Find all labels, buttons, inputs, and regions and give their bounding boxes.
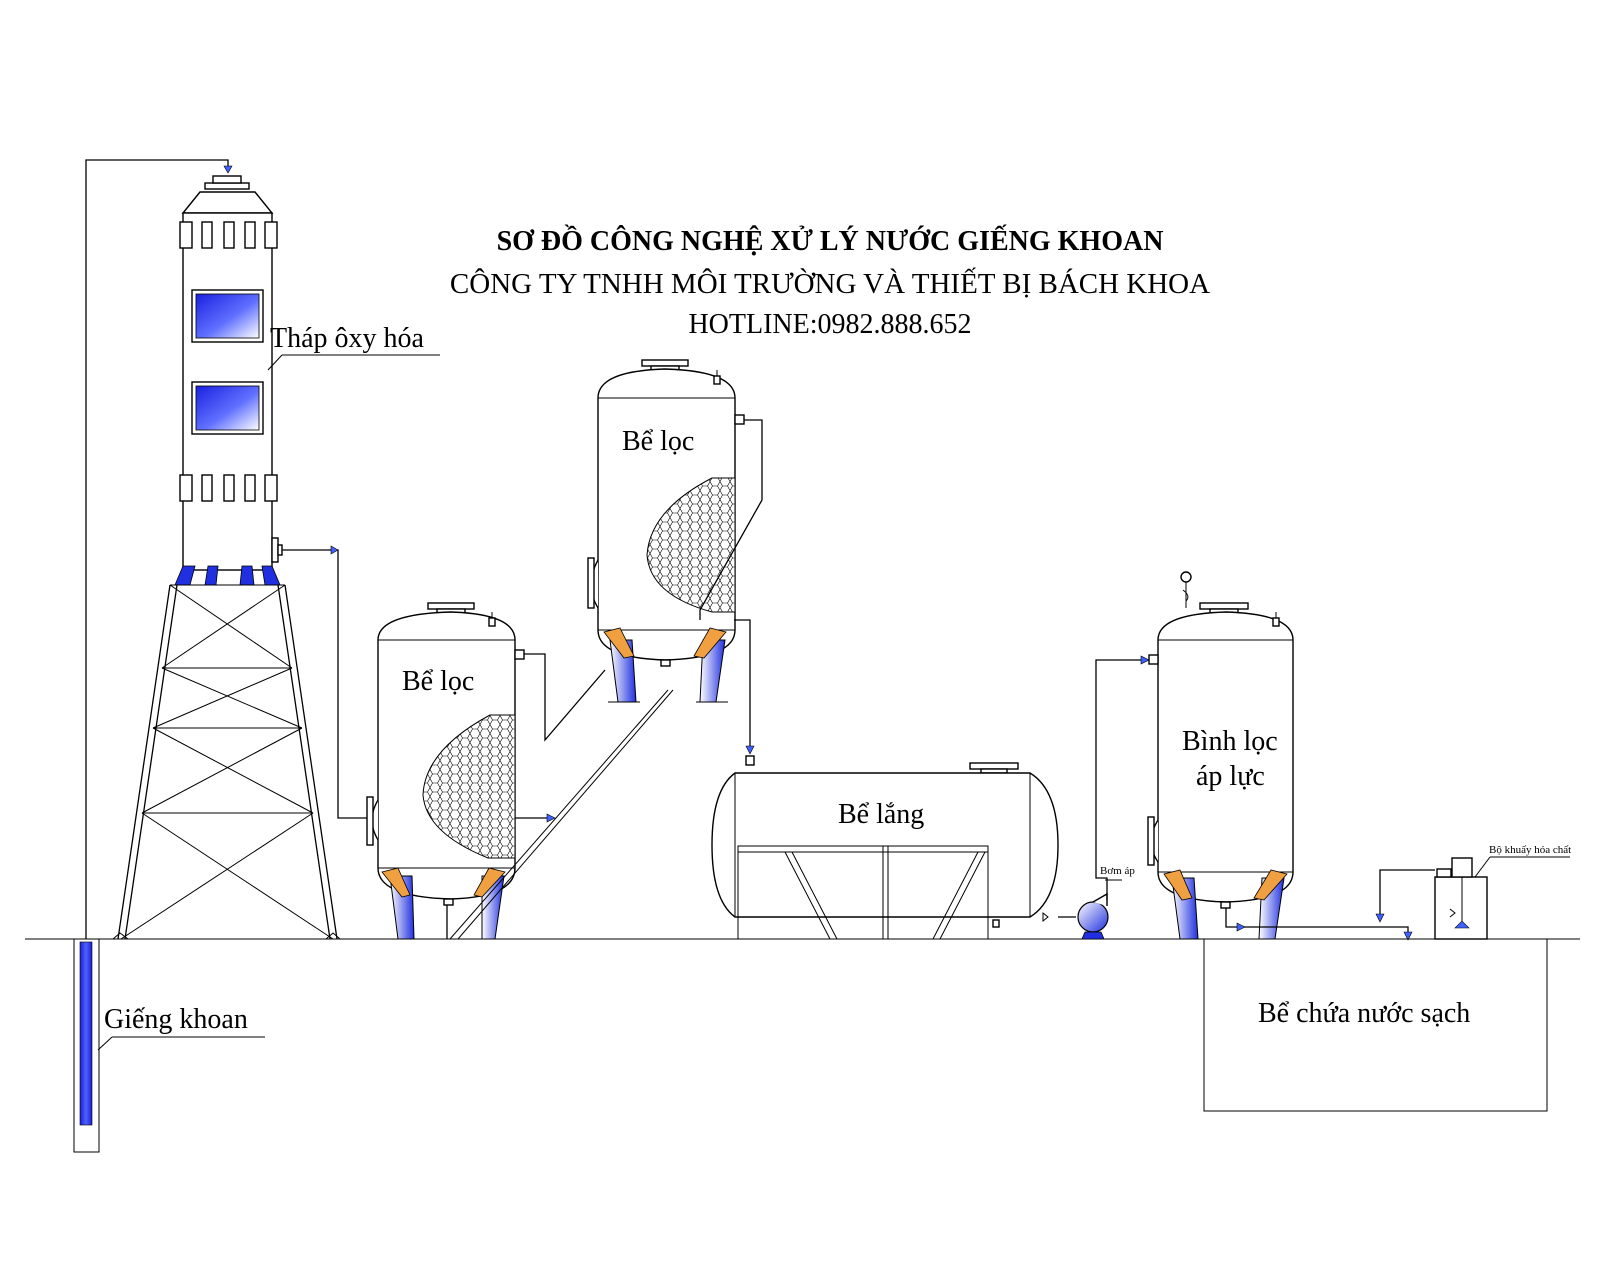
pressure-filter-tank: Bình lọc áp lực — [1147, 571, 1294, 940]
label-be-loc-1: Bể lọc — [402, 666, 474, 697]
pressure-pump: Bơm áp — [1077, 655, 1150, 940]
pipe-filter2-to-settling — [734, 619, 755, 766]
pipe-filter1-to-filter2 — [446, 653, 674, 940]
label-binh-loc: Bình lọc — [1182, 726, 1278, 757]
label-gieng-khoan: Giếng khoan — [104, 1004, 248, 1035]
borehole-well: Giếng khoan — [73, 159, 265, 1153]
pipe-settling-to-pump — [1042, 911, 1076, 923]
hotline: HOTLINE:0982.888.652 — [688, 309, 971, 340]
oxidation-tower: Tháp ôxy hóa — [112, 175, 440, 940]
label-be-loc-2: Bể lọc — [622, 426, 694, 457]
title-block: SƠ ĐỒ CÔNG NGHỆ XỬ LÝ NƯỚC GIẾNG KHOAN C… — [450, 225, 1210, 340]
filter-tank-1: Bể lọc — [366, 602, 525, 940]
clean-water-tank: Bể chứa nước sạch — [1203, 938, 1548, 1112]
company-name: CÔNG TY TNHH MÔI TRƯỜNG VÀ THIẾT BỊ BÁCH… — [450, 266, 1210, 300]
pipe-to-clean-tank — [1225, 908, 1413, 941]
label-be-lang: Bể lắng — [838, 799, 924, 830]
settling-tank: Bể lắng — [711, 762, 1059, 940]
chemical-mixer: Bộ khuấy hóa chất — [1375, 844, 1571, 940]
label-ap-luc: áp lực — [1196, 761, 1265, 792]
label-bom-ap: Bơm áp — [1100, 865, 1135, 877]
filter-tank-2: Bể lọc — [587, 359, 763, 703]
label-be-chua-nuoc-sach: Bể chứa nước sạch — [1258, 998, 1470, 1029]
label-thap-oxy-hoa: Tháp ôxy hóa — [270, 323, 425, 354]
diagram-title: SƠ ĐỒ CÔNG NGHỆ XỬ LÝ NƯỚC GIẾNG KHOAN — [497, 225, 1164, 257]
label-bo-khuay: Bộ khuấy hóa chất — [1489, 844, 1571, 856]
